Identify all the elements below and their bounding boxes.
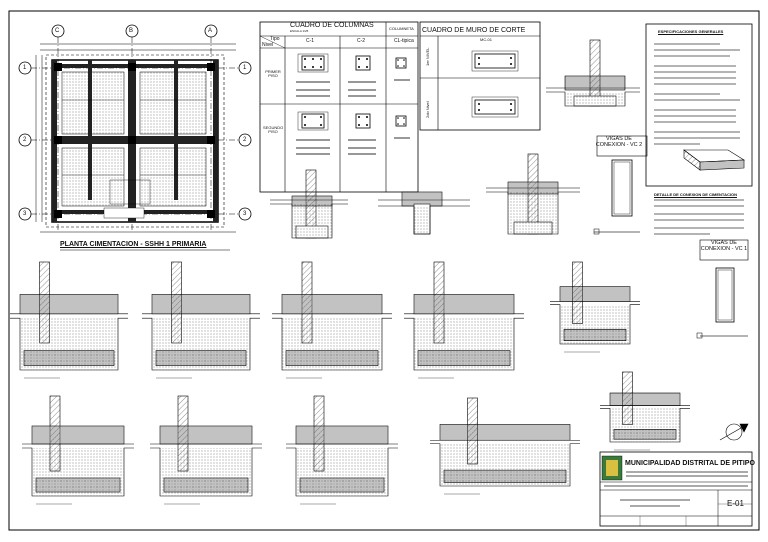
columns-table-row-2: SEGUNDO PISO	[263, 125, 284, 134]
axis-3-label-right: 3	[243, 211, 247, 217]
notes-box	[645, 23, 753, 187]
shear-wall-row-2: 2do Nivel	[425, 101, 430, 118]
columns-table-scale: ESCALA 1/25	[290, 29, 309, 33]
axis-b-label: B	[129, 28, 134, 34]
small-sections-row1	[270, 153, 580, 239]
columns-table	[259, 21, 419, 193]
detail-title: DETALLE DE CONEXION DE CIMENTACION	[654, 192, 737, 197]
beam-vc2	[593, 135, 648, 235]
axis-1-label-right: 1	[243, 65, 247, 71]
columns-table-row-1: PRIMER PISO	[265, 69, 281, 78]
shear-wall-table-title: CUADRO DE MURO DE CORTE	[422, 27, 526, 34]
columns-table-c2: C-2	[357, 38, 366, 44]
columns-table-cl: CL-tipica	[394, 38, 414, 44]
shear-wall-row-1: 1er NIVEL	[425, 47, 430, 66]
shear-wall-col: MC-01	[480, 37, 493, 42]
beam-vc1-title: VIGAS DE CONEXION - VC 1	[700, 240, 748, 252]
plan-title: PLANTA CIMENTACION - SSHH 1 PRIMARIA	[60, 241, 207, 248]
sections-row2	[10, 261, 640, 379]
foundation-plan	[18, 24, 252, 251]
axis-3-label: 3	[23, 211, 27, 217]
axis-1-label: 1	[23, 65, 27, 71]
shear-wall-table	[419, 21, 541, 131]
beam-vc1	[696, 239, 749, 339]
north-arrow	[719, 423, 749, 441]
sheet-border	[8, 10, 760, 531]
detail-top-right	[546, 39, 640, 107]
axis-c-label: C	[55, 28, 60, 34]
entity-name: MUNICIPALIDAD DISTRITAL DE PITIPO	[625, 460, 755, 467]
sheet-code: E-01	[727, 499, 744, 508]
axis-2-label: 2	[23, 137, 27, 143]
axis-a-label: A	[208, 28, 213, 34]
columns-table-tipo: Tipo	[270, 36, 280, 42]
columns-table-c1: C-1	[306, 38, 315, 44]
beam-vc2-title: VIGAS DE CONEXION - VC 2	[595, 136, 643, 148]
notes-title: ESPECIFICACIONES GENERALES	[658, 29, 724, 34]
axis-2-label-right: 2	[243, 137, 247, 143]
sections-row3	[22, 371, 690, 505]
columns-table-nivel: Nivel	[262, 42, 274, 48]
columns-table-title: CUADRO DE COLUMNAS	[290, 22, 374, 29]
title-block	[599, 451, 753, 527]
columns-table-columneta: COLUMNETA	[389, 26, 414, 31]
